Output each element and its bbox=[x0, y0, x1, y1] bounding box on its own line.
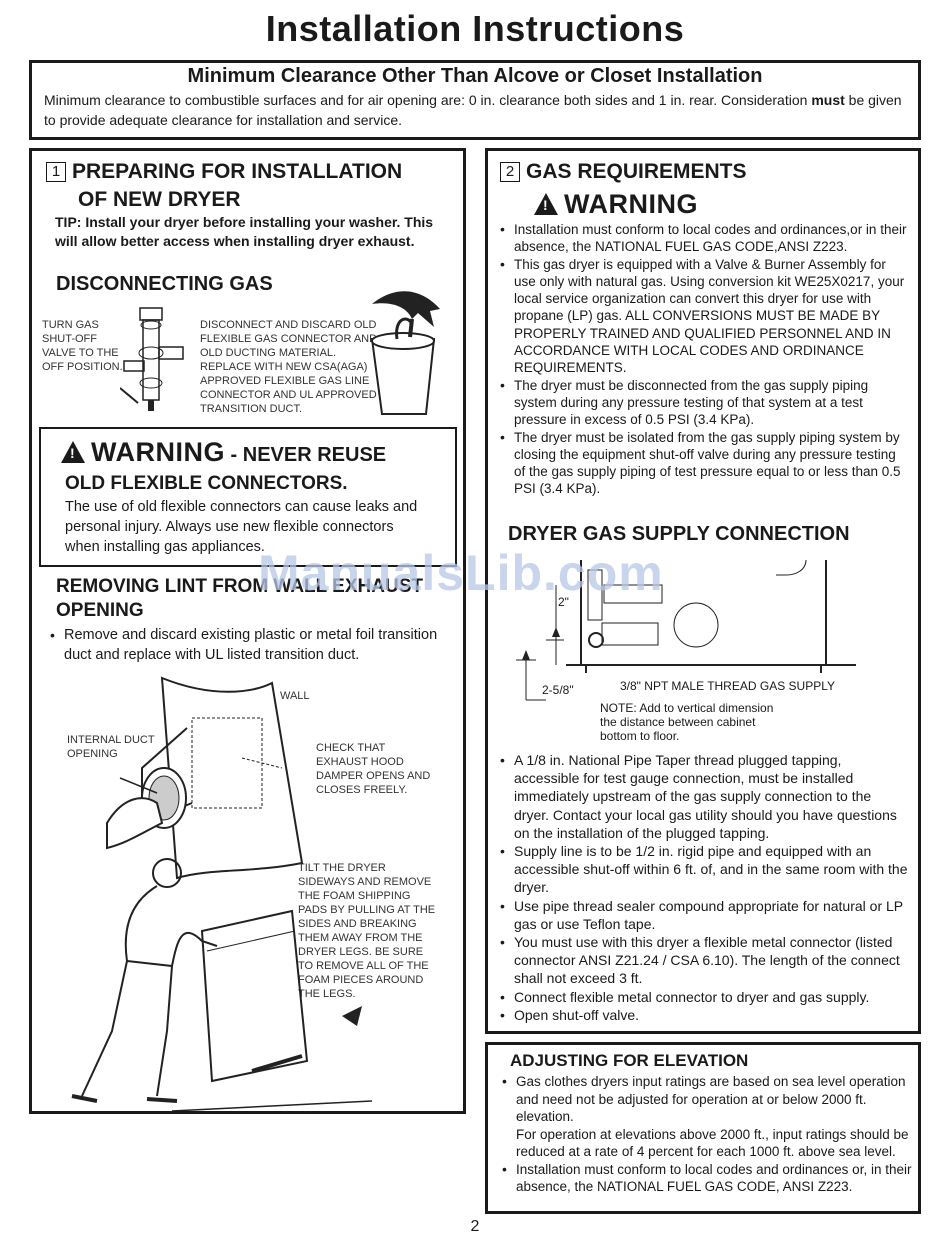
wall-label: WALL bbox=[280, 690, 310, 702]
dim-258-label: 2-5/8" bbox=[542, 683, 574, 697]
supply-connection-heading: DRYER GAS SUPPLY CONNECTION bbox=[508, 523, 850, 545]
trash-can-illustration bbox=[370, 291, 440, 415]
list-item: A 1/8 in. National Pipe Taper thread plu… bbox=[498, 751, 910, 842]
duct-label: INTERNAL DUCT OPENING bbox=[67, 734, 155, 760]
section1-heading-2: OF NEW DRYER bbox=[78, 188, 241, 211]
connector-label: DISCONNECT AND DISCARD OLD FLEXIBLE GAS … bbox=[200, 319, 378, 415]
clearance-text: Minimum clearance to combustible surface… bbox=[44, 92, 902, 128]
elevation-list: Gas clothes dryers input ratings are bas… bbox=[500, 1073, 912, 1196]
warning-heading: !WARNING - NEVER REUSE bbox=[61, 437, 386, 468]
damper-label: CHECK THAT EXHAUST HOOD DAMPER OPENS AND… bbox=[316, 742, 431, 796]
dim-2-label: 2" bbox=[558, 595, 569, 609]
supply-list: A 1/8 in. National Pipe Taper thread plu… bbox=[498, 751, 910, 1024]
npt-label: 3/8" NPT MALE THREAD GAS SUPPLY bbox=[620, 679, 835, 693]
section-number-box: 2 bbox=[500, 162, 520, 182]
list-item: The dryer must be disconnected from the … bbox=[498, 377, 908, 429]
list-item: Gas clothes dryers input ratings are bas… bbox=[500, 1073, 912, 1161]
page-title: Installation Instructions bbox=[265, 8, 685, 49]
gas-supply-diagram bbox=[516, 559, 856, 701]
tilt-dryer-illustration bbox=[71, 858, 373, 1111]
elevation-heading: ADJUSTING FOR ELEVATION bbox=[510, 1051, 749, 1070]
gas-warning-heading: !WARNING bbox=[534, 189, 698, 220]
note-label: NOTE: Add to vertical dimension the dist… bbox=[600, 701, 774, 743]
disconnecting-gas-heading: DISCONNECTING GAS bbox=[56, 273, 273, 295]
clearance-heading: Minimum Clearance Other Than Alcove or C… bbox=[187, 65, 763, 87]
warning-triangle-icon: ! bbox=[61, 441, 85, 463]
section-elevation: ADJUSTING FOR ELEVATION Gas clothes drye… bbox=[485, 1042, 921, 1214]
list-item: You must use with this dryer a flexible … bbox=[498, 933, 910, 988]
list-item: This gas dryer is equipped with a Valve … bbox=[498, 256, 908, 377]
warning-reuse-box: !WARNING - NEVER REUSE OLD FLEXIBLE CONN… bbox=[39, 427, 457, 567]
list-item: Remove and discard existing plastic or m… bbox=[48, 625, 458, 665]
list-item: Installation must conform to local codes… bbox=[498, 221, 908, 256]
list-item: The dryer must be isolated from the gas … bbox=[498, 429, 908, 498]
lint-heading: REMOVING LINT FROM WALL EXHAUST OPENING bbox=[56, 576, 423, 621]
lint-list: Remove and discard existing plastic or m… bbox=[48, 625, 458, 665]
tip-text: TIP: Install your dryer before installin… bbox=[55, 214, 434, 249]
warning-triangle-icon: ! bbox=[534, 193, 558, 215]
list-item: Connect flexible metal connector to drye… bbox=[498, 988, 910, 1006]
list-item: Supply line is to be 1/2 in. rigid pipe … bbox=[498, 842, 910, 897]
must-emphasis: must bbox=[811, 92, 845, 108]
wall-exhaust-illustration bbox=[106, 676, 304, 880]
valve-label: TURN GAS SHUT-OFF VALVE TO THE OFF POSIT… bbox=[42, 319, 123, 373]
page-number: 2 bbox=[470, 1218, 480, 1235]
gas-valve-illustration bbox=[120, 307, 184, 411]
list-item: Open shut-off valve. bbox=[498, 1006, 910, 1024]
watermark: ManualsLib.com bbox=[258, 545, 664, 601]
section-number-box: 1 bbox=[46, 162, 66, 182]
gas-requirements-list: Installation must conform to local codes… bbox=[498, 221, 908, 498]
warning-subheading: OLD FLEXIBLE CONNECTORS. bbox=[65, 473, 348, 494]
clearance-box: Minimum Clearance Other Than Alcove or C… bbox=[29, 60, 921, 140]
list-item: Use pipe thread sealer compound appropri… bbox=[498, 897, 910, 933]
warning-text: The use of old flexible connectors can c… bbox=[65, 499, 418, 555]
list-item: Installation must conform to local codes… bbox=[500, 1161, 912, 1196]
tilt-label: TILT THE DRYER SIDEWAYS AND REMOVE THE F… bbox=[298, 862, 436, 1000]
